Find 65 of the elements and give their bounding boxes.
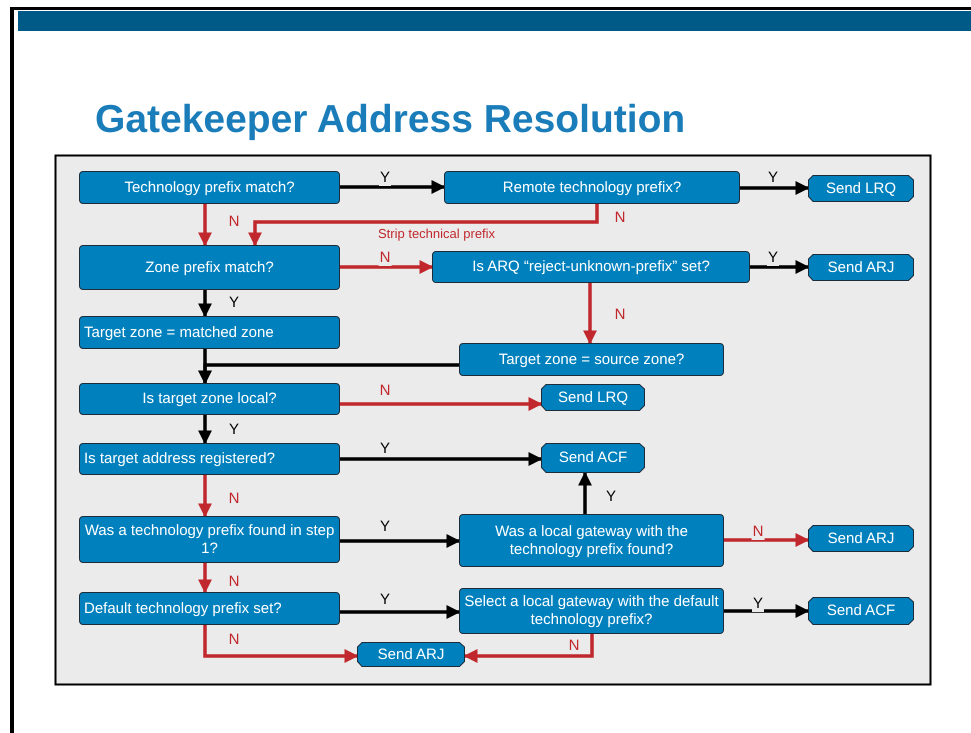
arrow — [198, 415, 212, 444]
arrow — [464, 634, 594, 663]
edge-label: N — [378, 250, 392, 266]
arrow — [340, 260, 434, 274]
node-text: Is target zone local? — [142, 390, 277, 408]
arrow — [198, 204, 212, 246]
node-text: Was a technology prefix found in step 1? — [84, 522, 335, 558]
process-box — [444, 171, 740, 204]
terminal-box — [541, 384, 645, 411]
node-text: Target zone = matched zone — [84, 324, 274, 342]
arrow — [340, 534, 460, 548]
edge-label: Y — [767, 250, 779, 266]
arrow — [340, 452, 542, 466]
slide-title: Gatekeeper Address Resolution — [95, 98, 686, 142]
arrow — [248, 204, 599, 246]
process-box — [79, 443, 340, 475]
process-box — [79, 516, 340, 563]
arrow — [340, 605, 460, 619]
edge-label: Y — [752, 596, 764, 612]
node-text: Send ACF — [826, 602, 896, 620]
node-text: Send ACF — [558, 449, 628, 467]
node-text: Technology prefix match? — [124, 178, 295, 196]
node-text: Is ARQ “reject-unknown-prefix” set? — [472, 258, 710, 276]
terminal-box — [808, 254, 914, 281]
note-text: Strip technical prefix — [378, 226, 496, 241]
process-box — [79, 171, 340, 204]
arrow — [578, 472, 592, 514]
node-text: Was a local gateway with the technology prefix found? — [494, 522, 689, 558]
arrow — [740, 181, 810, 195]
arrow — [724, 533, 810, 547]
process-box — [459, 514, 724, 567]
terminal-box — [357, 642, 465, 667]
arrow — [340, 180, 446, 194]
arrow — [198, 290, 212, 318]
arrow — [198, 475, 212, 518]
arrow — [198, 563, 212, 594]
node-text: Send LRQ — [826, 180, 896, 198]
node-text: Remote technology prefix? — [502, 178, 682, 196]
terminal-box — [808, 175, 914, 202]
process-box — [79, 316, 340, 349]
arrow — [340, 397, 542, 411]
node-text: Send LRQ — [558, 388, 628, 406]
arrow — [724, 604, 810, 618]
node-text: Send ARJ — [828, 258, 894, 276]
node-text: Send ARJ — [378, 646, 444, 664]
arrow — [198, 363, 459, 384]
process-box — [79, 592, 340, 625]
terminal-box — [541, 443, 645, 473]
process-box — [432, 251, 750, 283]
node-text: Target zone = source zone? — [498, 350, 684, 368]
terminal-box — [808, 525, 914, 552]
node-text: Is target address registered? — [84, 450, 275, 468]
node-text: Select a local gateway with the default technology prefix? — [464, 593, 719, 629]
process-box — [79, 245, 340, 290]
edge-label: N — [752, 524, 764, 540]
node-text: Zone prefix match? — [145, 258, 274, 276]
terminal-box — [808, 597, 914, 625]
edge-label: Y — [379, 170, 391, 186]
arrow — [583, 283, 597, 344]
arrow — [750, 260, 810, 274]
node-text: Send ARJ — [828, 530, 894, 548]
node-text: Default technology prefix set? — [84, 600, 282, 618]
arrow — [203, 625, 358, 663]
process-box — [459, 343, 724, 376]
process-box — [79, 383, 340, 415]
